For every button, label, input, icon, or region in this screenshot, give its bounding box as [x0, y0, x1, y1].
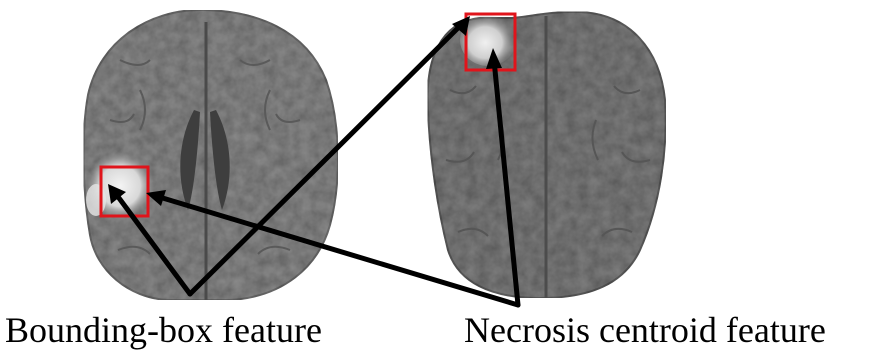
right-mri-scan	[428, 12, 666, 298]
bounding-box-feature-label: Bounding-box feature	[5, 308, 322, 352]
left-mri-scan	[84, 10, 338, 300]
necrosis-centroid-feature-label: Necrosis centroid feature	[464, 308, 826, 352]
left-lesion-edge	[86, 184, 106, 216]
